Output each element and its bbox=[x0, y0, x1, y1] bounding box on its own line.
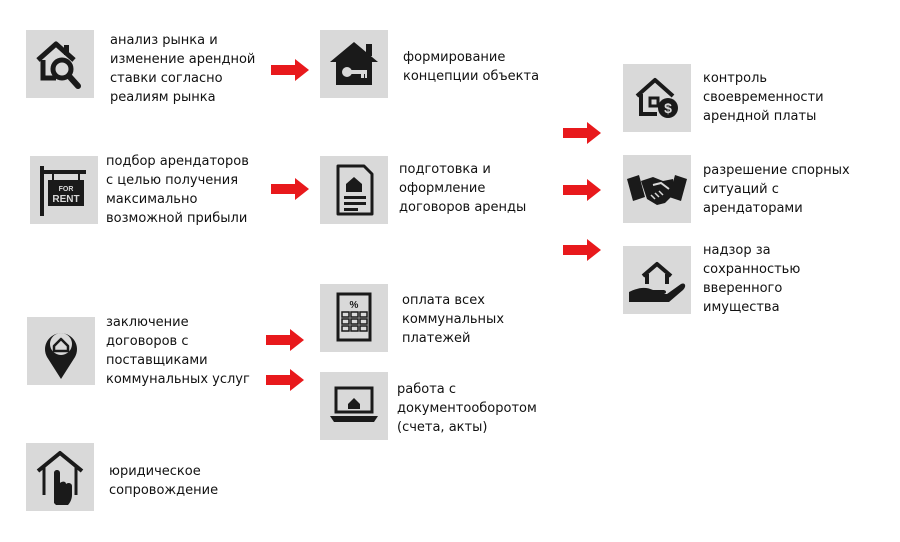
label-disputes: разрешение спорных ситуаций с арендатора… bbox=[703, 163, 850, 216]
arrow-right-icon bbox=[271, 178, 309, 200]
arrow-right-icon bbox=[266, 369, 304, 391]
label-market-analysis: анализ рынка и изменение арендной ставки… bbox=[110, 33, 256, 105]
sign-text-for: FOR bbox=[59, 186, 74, 193]
arrow-right-icon bbox=[563, 122, 601, 144]
calculator-icon: % bbox=[336, 292, 372, 342]
arrow-right-icon bbox=[563, 239, 601, 261]
laptop-icon bbox=[330, 386, 378, 422]
location-pin-house-icon bbox=[45, 333, 77, 379]
tile-market-analysis bbox=[26, 30, 94, 98]
contract-document-icon bbox=[336, 164, 374, 216]
arrow-right-icon bbox=[271, 59, 309, 81]
arrow-to-utility-payments bbox=[266, 329, 304, 351]
label-contracts: подготовка и оформление договоров аренды bbox=[399, 162, 527, 215]
arrow-tenants-to-contracts bbox=[271, 178, 309, 200]
house-dollar-icon: $ bbox=[635, 78, 678, 118]
label-concept: формирование концепции объекта bbox=[403, 50, 540, 84]
label-supplier-contracts: заключение договоров с поставщиками комм… bbox=[106, 315, 250, 387]
label-property-supervision: надзор за сохранностью вверенного имущес… bbox=[703, 243, 801, 315]
hand-touch-house-icon bbox=[36, 451, 84, 505]
label-rent-control: контроль своевременности арендной платы bbox=[703, 71, 824, 124]
for-rent-sign-icon: FOR RENT bbox=[40, 166, 86, 216]
tile-disputes bbox=[623, 155, 691, 223]
hand-house-icon bbox=[629, 262, 686, 302]
arrow-right-icon bbox=[266, 329, 304, 351]
arrow-analysis-to-concept bbox=[271, 59, 309, 81]
house-key-icon bbox=[330, 42, 378, 85]
tile-document-flow bbox=[320, 372, 388, 440]
arrow-right-icon bbox=[563, 179, 601, 201]
sign-text-rent: RENT bbox=[52, 194, 79, 205]
arrow-to-document-flow bbox=[266, 369, 304, 391]
arrow-to-disputes bbox=[563, 179, 601, 201]
tile-utility-payments: % bbox=[320, 284, 388, 352]
tile-concept bbox=[320, 30, 388, 98]
arrow-to-supervision bbox=[563, 239, 601, 261]
svg-text:%: % bbox=[350, 300, 359, 311]
handshake-icon bbox=[627, 175, 687, 205]
tile-property-supervision bbox=[623, 246, 691, 314]
tile-rent-control: $ bbox=[623, 64, 691, 132]
tile-tenant-selection: FOR RENT bbox=[30, 156, 98, 224]
tile-legal-support bbox=[26, 443, 94, 511]
svg-text:$: $ bbox=[664, 100, 672, 116]
house-magnifier-icon bbox=[36, 41, 81, 89]
label-legal-support: юридическое сопровождение bbox=[109, 464, 219, 498]
label-utility-payments: оплата всех коммунальных платежей bbox=[402, 293, 505, 346]
label-tenant-selection: подбор арендаторов с целью получения мак… bbox=[106, 154, 249, 226]
label-document-flow: работа с документооборотом (счета, акты) bbox=[397, 382, 537, 435]
arrow-to-rent-control bbox=[563, 122, 601, 144]
tile-contracts bbox=[320, 156, 388, 224]
tile-supplier-contracts bbox=[27, 317, 95, 385]
